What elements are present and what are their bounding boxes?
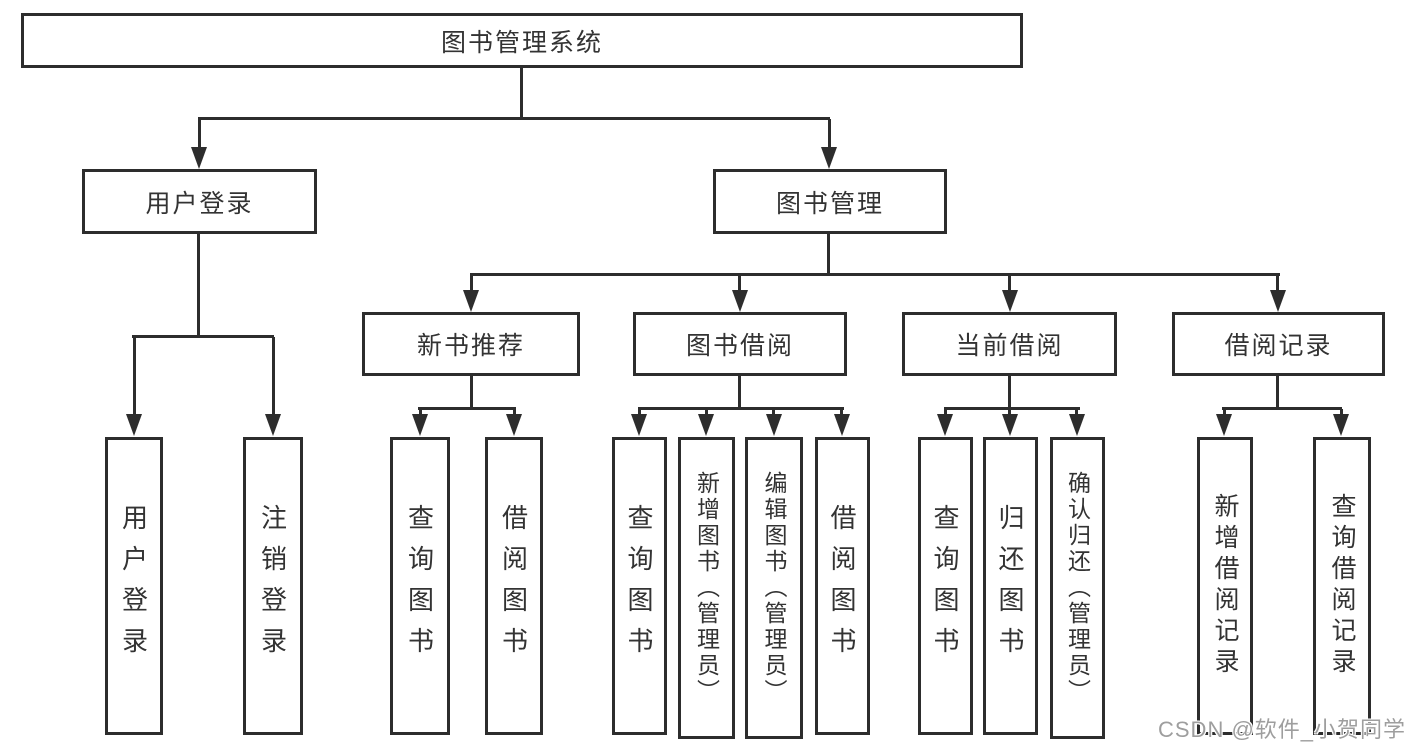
arrow-down-icon — [191, 147, 207, 169]
leaf-query-books-1: 查询图书 — [390, 437, 450, 735]
leaf-borrow-books-1-label: 借阅图书 — [498, 504, 529, 668]
connector-line — [418, 407, 516, 410]
leaf-user-login-label: 用户登录 — [118, 504, 149, 668]
arrow-down-icon — [1069, 414, 1085, 436]
node-borrowing-records-label: 借阅记录 — [1224, 332, 1333, 360]
leaf-query-books-3: 查询图书 — [918, 437, 973, 735]
connector-line — [419, 409, 422, 417]
leaf-borrow-books-2: 借阅图书 — [815, 437, 870, 735]
arrow-down-icon — [1002, 290, 1018, 312]
arrow-down-icon — [265, 414, 281, 436]
node-book-management-label: 图书管理 — [775, 189, 884, 218]
leaf-return-books: 归还图书 — [983, 437, 1038, 735]
leaf-edit-book-admin: 编辑图书（管理员） — [745, 437, 803, 739]
node-library-system-label: 图书管理系统 — [440, 28, 603, 57]
arrow-down-icon — [766, 414, 782, 436]
watermark-text: CSDN @软件_小贺同学 — [1158, 717, 1405, 742]
leaf-user-login: 用户登录 — [105, 437, 163, 735]
connector-line — [470, 376, 473, 410]
connector-line — [944, 407, 1080, 410]
leaf-add-book-admin-label: 新增图书（管理员） — [693, 471, 720, 705]
connector-line — [638, 409, 641, 417]
arrow-down-icon — [412, 414, 428, 436]
arrow-down-icon — [1216, 414, 1232, 436]
connector-line — [827, 234, 830, 276]
connector-line — [198, 119, 201, 149]
connector-line — [197, 234, 200, 335]
connector-line — [513, 409, 516, 417]
arrow-down-icon — [698, 414, 714, 436]
leaf-confirm-return-admin: 确认归还（管理员） — [1050, 437, 1105, 739]
connector-line — [272, 337, 275, 415]
arrow-down-icon — [1002, 414, 1018, 436]
arrow-down-icon — [834, 414, 850, 436]
arrow-down-icon — [126, 414, 142, 436]
node-new-book-recommend-label: 新书推荐 — [416, 332, 525, 360]
connector-line — [1276, 275, 1279, 291]
connector-line — [738, 275, 741, 291]
leaf-borrow-books-2-label: 借阅图书 — [827, 504, 857, 668]
node-book-borrowing: 图书借阅 — [633, 312, 847, 376]
connector-line — [132, 335, 274, 338]
connector-line — [520, 68, 523, 120]
connector-line — [944, 409, 947, 417]
connector-line — [638, 407, 844, 410]
connector-line — [198, 117, 830, 120]
connector-line — [133, 337, 136, 415]
connector-line — [1223, 409, 1226, 417]
node-user-login-label: 用户登录 — [145, 189, 254, 218]
arrow-down-icon — [732, 290, 748, 312]
leaf-edit-book-admin-label: 编辑图书（管理员） — [761, 471, 787, 705]
connector-line — [1008, 275, 1011, 291]
connector-line — [1008, 409, 1011, 417]
node-user-login: 用户登录 — [82, 169, 317, 234]
node-current-borrowing-label: 当前借阅 — [955, 332, 1064, 360]
arrow-down-icon — [1333, 414, 1349, 436]
node-new-book-recommend: 新书推荐 — [362, 312, 580, 376]
connector-line — [1276, 376, 1279, 410]
connector-line — [470, 275, 473, 291]
connector-line — [705, 409, 708, 417]
connector-line — [738, 376, 741, 410]
connector-line — [840, 409, 843, 417]
leaf-add-borrow-record-label: 新增借阅记录 — [1211, 493, 1239, 679]
connector-line — [1222, 407, 1342, 410]
arrow-down-icon — [937, 414, 953, 436]
node-library-system: 图书管理系统 — [21, 13, 1023, 68]
leaf-borrow-books-1: 借阅图书 — [485, 437, 543, 735]
leaf-logout: 注销登录 — [243, 437, 303, 735]
arrow-down-icon — [463, 290, 479, 312]
arrow-down-icon — [631, 414, 647, 436]
leaf-query-books-2: 查询图书 — [612, 437, 667, 735]
leaf-query-borrow-record-label: 查询借阅记录 — [1328, 493, 1356, 679]
leaf-query-books-2-label: 查询图书 — [624, 504, 654, 668]
connector-line — [828, 119, 831, 149]
node-book-borrowing-label: 图书借阅 — [685, 332, 794, 360]
arrow-down-icon — [506, 414, 522, 436]
arrow-down-icon — [1270, 290, 1286, 312]
leaf-add-borrow-record: 新增借阅记录 — [1197, 437, 1253, 735]
leaf-query-books-1-label: 查询图书 — [404, 504, 435, 668]
connector-line — [1075, 409, 1078, 417]
node-book-management: 图书管理 — [713, 169, 947, 234]
node-borrowing-records: 借阅记录 — [1172, 312, 1385, 376]
connector-line — [1008, 376, 1011, 410]
leaf-return-books-label: 归还图书 — [995, 504, 1025, 668]
connector-line — [772, 409, 775, 417]
arrow-down-icon — [821, 147, 837, 169]
connector-line — [1340, 409, 1343, 417]
leaf-query-borrow-record: 查询借阅记录 — [1313, 437, 1371, 735]
leaf-confirm-return-admin-label: 确认归还（管理员） — [1064, 471, 1091, 705]
connector-line — [470, 273, 1280, 276]
node-current-borrowing: 当前借阅 — [902, 312, 1117, 376]
leaf-query-books-3-label: 查询图书 — [930, 504, 960, 668]
leaf-logout-label: 注销登录 — [257, 504, 288, 668]
leaf-add-book-admin: 新增图书（管理员） — [678, 437, 735, 739]
